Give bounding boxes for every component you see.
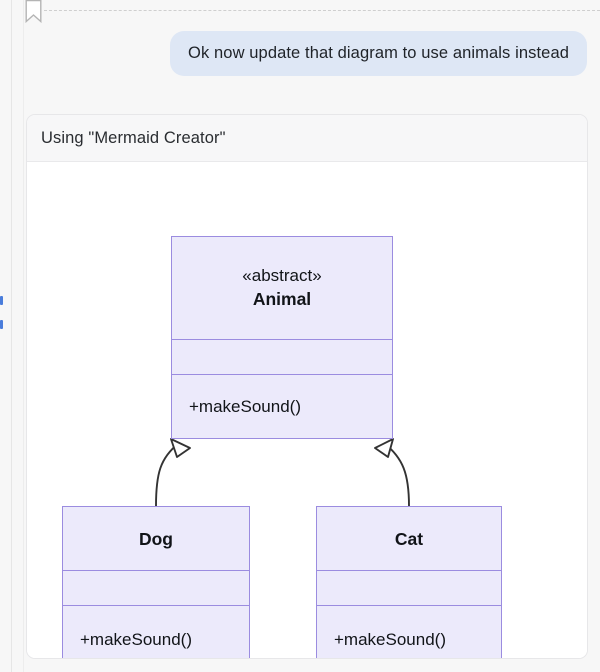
uml-class-animal-name: Animal <box>252 289 312 309</box>
uml-class-animal[interactable]: «abstract» Animal +makeSound() <box>171 236 393 439</box>
uml-class-dog[interactable]: Dog +makeSound() <box>62 506 250 658</box>
uml-class-cat-attributes <box>317 571 501 606</box>
uml-class-dog-name: Dog <box>138 528 174 549</box>
rail-divider-secondary <box>23 0 24 672</box>
uml-class-cat-name: Cat <box>394 528 424 549</box>
bookmark-icon[interactable] <box>25 0 42 24</box>
tool-card-title: Using "Mermaid Creator" <box>41 128 226 147</box>
uml-class-animal-method-0: +makeSound() <box>189 396 301 416</box>
uml-class-dog-method-0: +makeSound() <box>80 629 192 649</box>
uml-class-cat-methods: +makeSound() <box>317 606 501 658</box>
uml-class-dog-header: Dog <box>63 507 249 571</box>
rail-marker-1[interactable] <box>0 296 3 305</box>
rail-divider <box>11 0 12 672</box>
uml-class-cat[interactable]: Cat +makeSound() <box>316 506 502 658</box>
user-message-row: Ok now update that diagram to use animal… <box>0 31 600 76</box>
rail-marker-2[interactable] <box>0 320 3 329</box>
uml-class-dog-methods: +makeSound() <box>63 606 249 658</box>
uml-class-animal-attributes <box>172 340 392 375</box>
tool-card-header[interactable]: Using "Mermaid Creator" <box>27 115 587 162</box>
uml-class-animal-methods: +makeSound() <box>172 375 392 438</box>
uml-class-dog-attributes <box>63 571 249 606</box>
uml-class-diagram: «abstract» Animal +makeSound() Dog +make… <box>27 162 587 658</box>
tool-invocation-card: Using "Mermaid Creator" «abstract» Anima… <box>26 114 588 659</box>
conversation-divider <box>44 10 600 11</box>
uml-class-cat-header: Cat <box>317 507 501 571</box>
user-message-bubble: Ok now update that diagram to use animal… <box>170 31 587 76</box>
uml-class-animal-stereotype: «abstract» <box>242 266 322 285</box>
left-rail <box>0 0 3 672</box>
uml-class-cat-method-0: +makeSound() <box>334 629 446 649</box>
uml-class-animal-header: «abstract» Animal <box>172 237 392 340</box>
